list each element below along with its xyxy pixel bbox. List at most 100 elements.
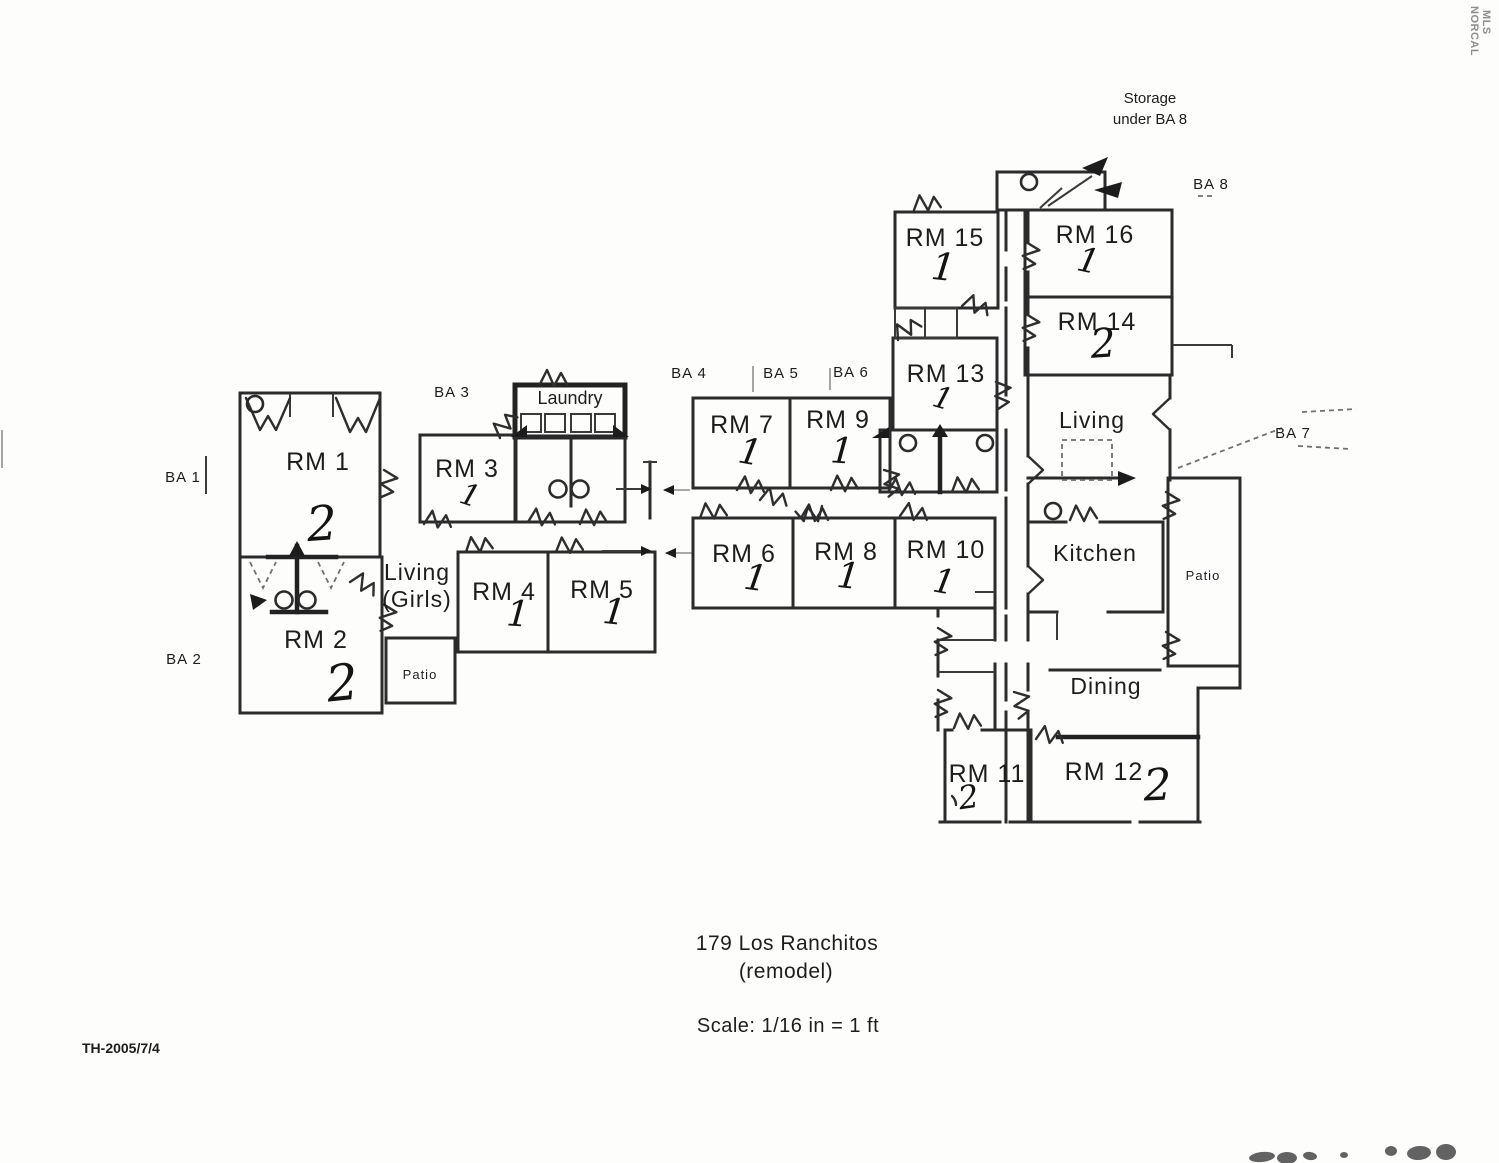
door-arrow-icon <box>1094 182 1122 198</box>
count-rm10: 1 <box>930 561 958 604</box>
watermark-line1: NORCAL <box>1468 6 1480 56</box>
toilet-icon <box>297 590 317 610</box>
room-label-rm8: RM 8 <box>814 538 878 566</box>
door-arrow-icon <box>872 427 889 438</box>
bath-label-ba5: BA 5 <box>763 365 799 382</box>
door-arrow-icon <box>250 594 267 610</box>
fixtures <box>245 172 1063 610</box>
doc-ref: TH-2005/7/4 <box>82 1040 160 1056</box>
count-rm9: 1 <box>829 430 855 472</box>
match-arrow-icon <box>665 548 676 558</box>
bath-label-ba6: BA 6 <box>833 364 869 381</box>
room-label-rm10: RM 10 <box>907 536 986 564</box>
room-rm5-outline <box>546 550 657 654</box>
smudge-marks <box>1249 1144 1456 1163</box>
bath-labels: BA 1 BA 2 BA 3 BA 4 BA 5 BA 6 BA 7 BA 8 … <box>165 90 1310 668</box>
count-rm1: 2 <box>304 495 339 553</box>
scale-note: Scale: 1/16 in = 1 ft <box>697 1015 879 1037</box>
room-label-rm15: RM 15 <box>906 224 985 252</box>
room-label-rm11: RM 11 <box>949 760 1026 788</box>
area-label-living-girls-1: Living <box>384 559 450 585</box>
bath-label-ba3: BA 3 <box>434 384 470 401</box>
area-label-patio-right: Patio <box>1186 568 1221 583</box>
walls-right-wing <box>936 157 1242 824</box>
counter-dash <box>317 561 345 591</box>
area-label-patio-left: Patio <box>403 667 438 682</box>
room-label-rm13: RM 13 <box>907 360 986 388</box>
bath-label-ba8: BA 8 <box>1193 176 1229 193</box>
door-arrow-icon <box>1118 471 1136 486</box>
watermark-line2: MLS <box>1480 10 1492 35</box>
room-label-rm7: RM 7 <box>710 411 774 439</box>
door-chevron-icon <box>1026 454 1045 486</box>
sink-icon <box>1043 501 1063 521</box>
match-arrow-icon <box>641 484 652 494</box>
walls-center-wing <box>691 210 1000 610</box>
bath-label-ba1: BA 1 <box>165 469 201 486</box>
area-label-kitchen: Kitchen <box>1053 540 1137 566</box>
bath-label-ba2: BA 2 <box>166 651 202 668</box>
count-tick <box>950 794 958 807</box>
door-arrow-icon <box>511 425 527 437</box>
room-label-rm1: RM 1 <box>286 448 350 476</box>
toilet-icon <box>975 433 995 453</box>
match-arrow-icon <box>641 546 652 556</box>
door-arrow-icon <box>613 425 629 437</box>
leader-lines <box>1177 195 1357 469</box>
storage-note-line1: Storage <box>1124 90 1177 107</box>
room-label-rm9: RM 9 <box>806 406 870 434</box>
toilet-icon <box>245 394 265 414</box>
appliance-icon <box>570 413 592 433</box>
bifold-door-icon <box>334 396 382 434</box>
pantry-dash <box>1061 439 1113 481</box>
watermark: NORCAL MLS <box>1468 6 1492 56</box>
door-chevron-icon <box>1151 396 1172 432</box>
room-labels: RM 1 RM 2 RM 3 RM 4 RM 5 RM 6 RM 7 RM 8 … <box>284 221 1142 788</box>
page-subtitle: (remodel) <box>739 960 833 983</box>
patio-left-hatch <box>384 636 457 705</box>
area-label-living-girls-2: (Girls) <box>382 586 452 612</box>
count-rm8: 1 <box>835 555 862 598</box>
room-label-rm14: RM 14 <box>1058 308 1137 336</box>
room-label-rm16: RM 16 <box>1056 221 1135 249</box>
toilet-icon <box>570 479 590 499</box>
toilet-icon <box>548 479 568 499</box>
area-label-dining: Dining <box>1070 673 1141 699</box>
count-rm15: 1 <box>929 244 958 290</box>
appliance-icon <box>594 413 616 433</box>
room-label-rm6: RM 6 <box>712 540 776 568</box>
door-arrow-icon <box>932 424 948 437</box>
area-label-living: Living <box>1059 407 1125 433</box>
room-rm10-outline <box>893 516 997 610</box>
door-arrow-icon <box>289 541 305 556</box>
room-label-rm5: RM 5 <box>570 576 634 604</box>
count-rm6: 1 <box>741 557 769 601</box>
door-chevron-icon <box>1026 564 1045 596</box>
door-arrow-icon <box>1082 157 1108 176</box>
area-labels: Living (Girls) Laundry Living Kitchen Di… <box>382 388 1220 699</box>
count-rm2: 2 <box>322 653 361 714</box>
appliance-icon <box>544 413 566 433</box>
bifold-door-icon <box>244 396 292 432</box>
count-rm5: 1 <box>601 591 628 634</box>
room-label-rm4: RM 4 <box>472 578 536 606</box>
patios <box>384 476 1242 705</box>
counter-dash <box>249 561 277 591</box>
footer-text: 179 Los Ranchitos (remodel) Scale: 1/16 … <box>696 932 879 1037</box>
toilet-icon <box>898 433 918 453</box>
corridor-walls <box>1004 208 1030 824</box>
count-rm14: 2 <box>1088 320 1118 368</box>
storage-note-line2: under BA 8 <box>1113 111 1187 128</box>
room-rm14-outline <box>1023 295 1174 377</box>
count-rm12: 2 <box>1142 760 1173 812</box>
count-rm4: 1 <box>505 593 531 635</box>
room-rm9-outline <box>788 396 892 490</box>
count-rm11: 2 <box>955 777 981 818</box>
appliance-icon <box>520 413 542 433</box>
page-title: 179 Los Ranchitos <box>696 932 878 955</box>
area-label-laundry: Laundry <box>537 388 602 408</box>
toilet-icon <box>274 590 294 610</box>
bath-label-ba4: BA 4 <box>671 365 707 382</box>
room-label-rm2: RM 2 <box>284 626 348 654</box>
